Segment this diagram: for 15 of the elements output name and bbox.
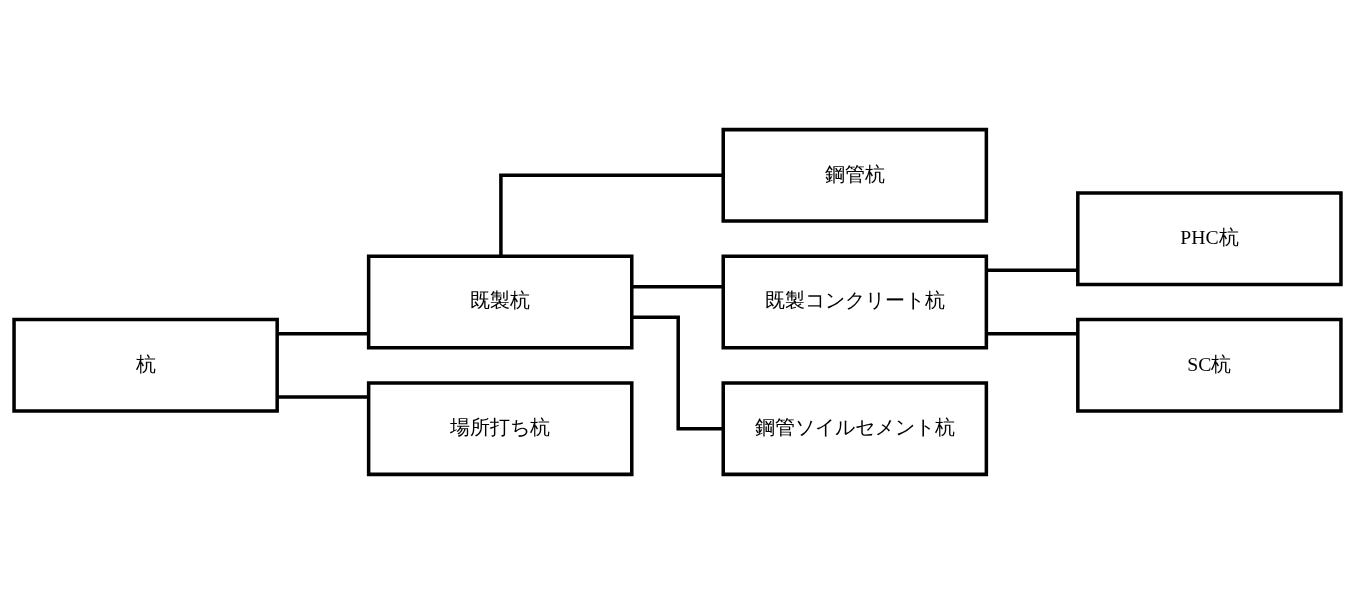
node-box: 鋼管ソイルセメント杭 (721, 381, 989, 477)
node-box: 杭 (12, 317, 279, 413)
node-box: 鋼管杭 (721, 127, 989, 223)
connector (499, 173, 723, 256)
node-box: 既製コンクリート杭 (721, 254, 989, 350)
node-box: PHC杭 (1076, 191, 1343, 287)
connector (986, 268, 1078, 273)
connector (632, 285, 723, 289)
connector (277, 331, 369, 336)
connector (986, 331, 1078, 336)
node-box: 場所打ち杭 (366, 381, 634, 477)
connector (277, 395, 369, 399)
node-box: SC杭 (1076, 317, 1343, 413)
node-box: 既製杭 (366, 254, 634, 350)
connector (631, 315, 724, 431)
